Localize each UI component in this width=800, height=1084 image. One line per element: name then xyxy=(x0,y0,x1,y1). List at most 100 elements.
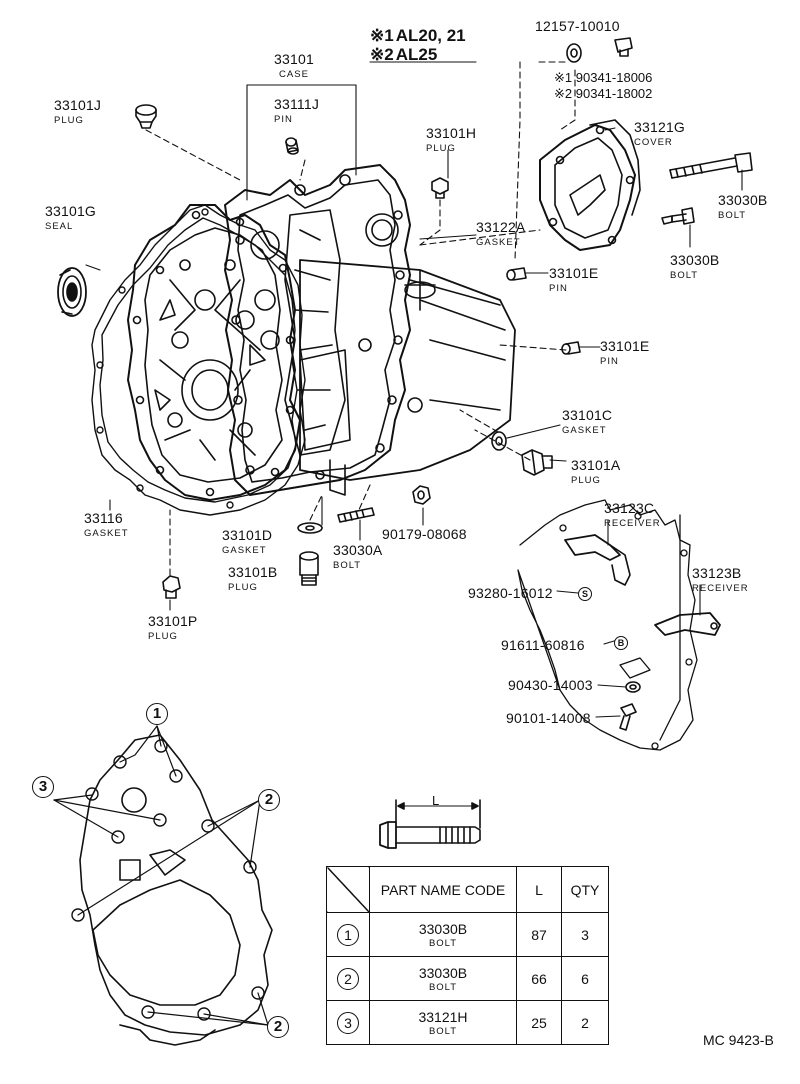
part-label-33123c: 33123C RECEIVER xyxy=(604,501,661,529)
pin-33101e-a-drawing xyxy=(506,267,527,281)
part-label-90341-18006: ※1 90341-18006 xyxy=(554,70,652,86)
cover-33121g-drawing xyxy=(539,119,641,251)
part-name: PIN xyxy=(600,356,619,367)
part-label-33122a: 33122A GASKET xyxy=(476,220,525,248)
table-corner-cell xyxy=(326,866,370,913)
part-code: 90341-18002 xyxy=(575,86,653,101)
table-row: 3 33121H BOLT 25 2 xyxy=(326,1000,609,1045)
bolt-33030b-top-drawing xyxy=(669,152,753,179)
part-label-33111j: 33111J PIN xyxy=(274,97,319,125)
assembly-dashed-lines xyxy=(145,61,576,576)
table-header-row: PART NAME CODE L QTY xyxy=(326,866,609,913)
part-code: 12157-10010 xyxy=(535,18,620,34)
note-text: AL20, 21 xyxy=(395,26,466,45)
part-label-33030b-top: 33030B BOLT xyxy=(718,193,767,221)
row-part-code: 33030B xyxy=(418,920,468,937)
row-qty-cell: 2 xyxy=(561,1000,609,1045)
transmission-case-drawing xyxy=(299,259,516,496)
part-name: RECEIVER xyxy=(692,583,749,594)
receiver-inset-drawing xyxy=(517,499,698,751)
row-part-code: 33030B xyxy=(418,964,468,981)
part-label-12157-10010: 12157-10010 xyxy=(535,19,620,33)
part-label-33101b: 33101B PLUG xyxy=(228,565,277,593)
part-label-33101c: 33101C GASKET xyxy=(562,408,612,436)
bolt-hole-marks xyxy=(71,739,265,1021)
plug-33101j-drawing xyxy=(135,104,157,129)
diagram-reference-code: MC 9423-B xyxy=(703,1032,774,1048)
part-code: 33030A xyxy=(333,542,383,558)
gasket-33101d-drawing xyxy=(297,522,323,534)
part-code: 90430-14003 xyxy=(508,677,593,693)
part-name: GASKET xyxy=(222,545,267,556)
note-mark: ※2 xyxy=(370,45,394,64)
part-code: 91611-60816 xyxy=(501,637,585,653)
part-code: 33101B xyxy=(228,564,278,580)
row-part-name: BOLT xyxy=(428,981,458,993)
part-label-33030a: 33030A BOLT xyxy=(333,543,382,571)
part-code: 33030B xyxy=(670,252,720,268)
part-code: 33116 xyxy=(84,510,123,526)
part-label-33101j: 33101J PLUG xyxy=(54,98,101,126)
row-part-name: BOLT xyxy=(428,937,458,949)
part-code: 33121G xyxy=(634,119,686,135)
header-l: L xyxy=(516,866,562,913)
nut-90179-drawing xyxy=(412,485,431,505)
part-code: 33101D xyxy=(222,527,273,543)
bolt-33030a-drawing xyxy=(337,507,375,523)
part-label-33101e-b: 33101E PIN xyxy=(600,339,649,367)
row-qty-cell: 6 xyxy=(561,956,609,1001)
part-label-90101-14008: 90101-14008 xyxy=(506,711,591,725)
part-label-33101h: 33101H PLUG xyxy=(426,126,476,154)
callout-1: 1 xyxy=(146,703,168,725)
part-label-33101d: 33101D GASKET xyxy=(222,528,272,556)
row-key-marker: 3 xyxy=(337,1011,359,1034)
row-key-marker: 1 xyxy=(337,923,359,946)
part-code: 33101C xyxy=(562,407,613,423)
row-code-cell: 33030B BOLT xyxy=(369,956,517,1001)
part-name: BOLT xyxy=(333,560,362,571)
part-name: GASKET xyxy=(84,528,129,539)
gasket-33101c-drawing xyxy=(491,431,507,451)
part-mark: ※2 xyxy=(554,86,573,101)
part-name: PIN xyxy=(549,283,568,294)
part-name: PLUG xyxy=(228,582,258,593)
row-l-cell: 66 xyxy=(516,956,562,1001)
part-code: 90341-18006 xyxy=(575,70,653,85)
part-label-33101a: 33101A PLUG xyxy=(571,458,620,486)
part-label-33116: 33116 GASKET xyxy=(84,511,129,539)
washer-90430-drawing xyxy=(625,681,641,693)
header-part-name-code: PART NAME CODE xyxy=(369,866,517,913)
gasket-33116-drawing xyxy=(91,204,306,516)
part-code: 33101 xyxy=(274,51,314,67)
part-code: 90179-08068 xyxy=(382,526,467,542)
bolt-33030b-mid-drawing xyxy=(661,207,695,225)
part-code: 93280-16012 xyxy=(468,585,553,601)
part-code: 33123B xyxy=(692,565,742,581)
part-name: GASKET xyxy=(476,237,521,248)
header-qty: QTY xyxy=(561,866,609,913)
part-name: PLUG xyxy=(571,475,601,486)
row-key-cell: 3 xyxy=(326,1000,370,1045)
part-code: 33101H xyxy=(426,125,477,141)
receiver-33123c-drawing xyxy=(564,534,631,586)
part-code: 33122A xyxy=(476,219,526,235)
label-leader-lines xyxy=(85,61,743,741)
part-label-90430-14003: 90430-14003 xyxy=(508,678,593,692)
part-code: 33101A xyxy=(571,457,621,473)
part-label-33101p: 33101P PLUG xyxy=(148,614,197,642)
part-label-33121g: 33121G COVER xyxy=(634,120,685,148)
row-key-marker: 2 xyxy=(337,967,359,990)
row-part-name: BOLT xyxy=(428,1025,458,1037)
part-label-93280-16012: 93280-16012 xyxy=(468,586,553,600)
part-label-91611-60816: 91611-60816 xyxy=(501,638,585,652)
row-part-code: 33121H xyxy=(418,1008,468,1025)
receiver-33123b-drawing xyxy=(654,612,721,636)
part-label-33030b-mid: 33030B BOLT xyxy=(670,253,719,281)
part-name: BOLT xyxy=(718,210,747,221)
part-name: CASE xyxy=(279,69,309,80)
plug-33101p-drawing xyxy=(162,575,181,599)
part-name: GASKET xyxy=(562,425,607,436)
part-name: PLUG xyxy=(426,143,456,154)
